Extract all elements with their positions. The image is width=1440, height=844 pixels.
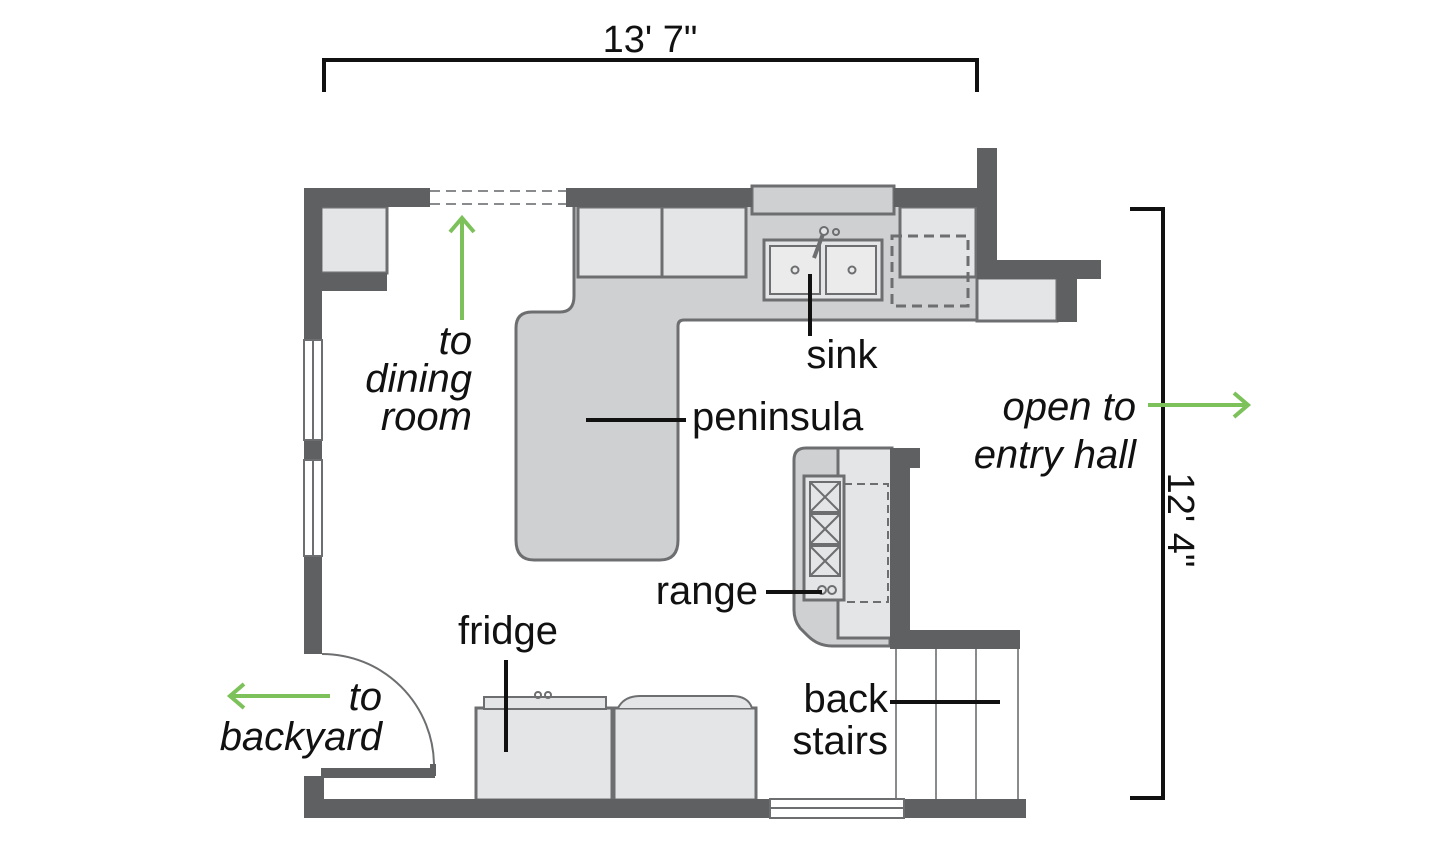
backyard-door-leaf xyxy=(430,764,436,776)
leader-lines xyxy=(504,274,1000,752)
range-label: range xyxy=(656,569,758,613)
width-dimension-line xyxy=(322,58,979,92)
backyard-label-line2: backyard xyxy=(220,715,384,759)
height-dimension-line xyxy=(1130,207,1165,800)
backyard-label-line1: to xyxy=(349,675,382,719)
sink-label: sink xyxy=(806,333,878,377)
range-side-cabinet xyxy=(836,446,894,640)
bottom-cabinet-unit xyxy=(612,695,758,802)
range-cooktop xyxy=(802,474,846,602)
back-stairs-label-line1: back xyxy=(804,677,889,721)
arrow-to-dining xyxy=(448,214,476,320)
walls xyxy=(304,148,1101,818)
left-windows xyxy=(303,339,323,557)
width-dimension-label: 13' 7" xyxy=(603,19,698,61)
upper-cabinet-2 xyxy=(660,205,748,279)
upper-cabinet-1 xyxy=(576,205,664,279)
height-dimension-label: 12' 4" xyxy=(1159,473,1201,568)
entry-label-line2: entry hall xyxy=(974,433,1137,477)
back-stairs xyxy=(895,647,1019,801)
fridge-unit xyxy=(474,691,614,802)
dining-label-line3: room xyxy=(381,395,472,439)
corner-counter-left xyxy=(319,205,389,275)
back-stairs-label-line2: stairs xyxy=(792,719,888,763)
entry-label-line1: open to xyxy=(1003,385,1136,429)
dishwasher-outline xyxy=(890,234,970,308)
backyard-door-swing xyxy=(321,653,435,767)
arrow-to-entry xyxy=(1148,391,1252,419)
hood-bar xyxy=(750,184,896,216)
dining-opening xyxy=(430,190,566,205)
fridge-label: fridge xyxy=(458,609,558,653)
dining-label-line1: to xyxy=(439,319,472,363)
peninsula-label: peninsula xyxy=(692,395,864,439)
side-counter-right xyxy=(975,276,1059,323)
dining-label-line2: dining xyxy=(365,357,472,401)
arrow-to-backyard xyxy=(226,682,330,710)
upper-cabinet-3 xyxy=(898,205,978,279)
bottom-window xyxy=(769,798,905,819)
